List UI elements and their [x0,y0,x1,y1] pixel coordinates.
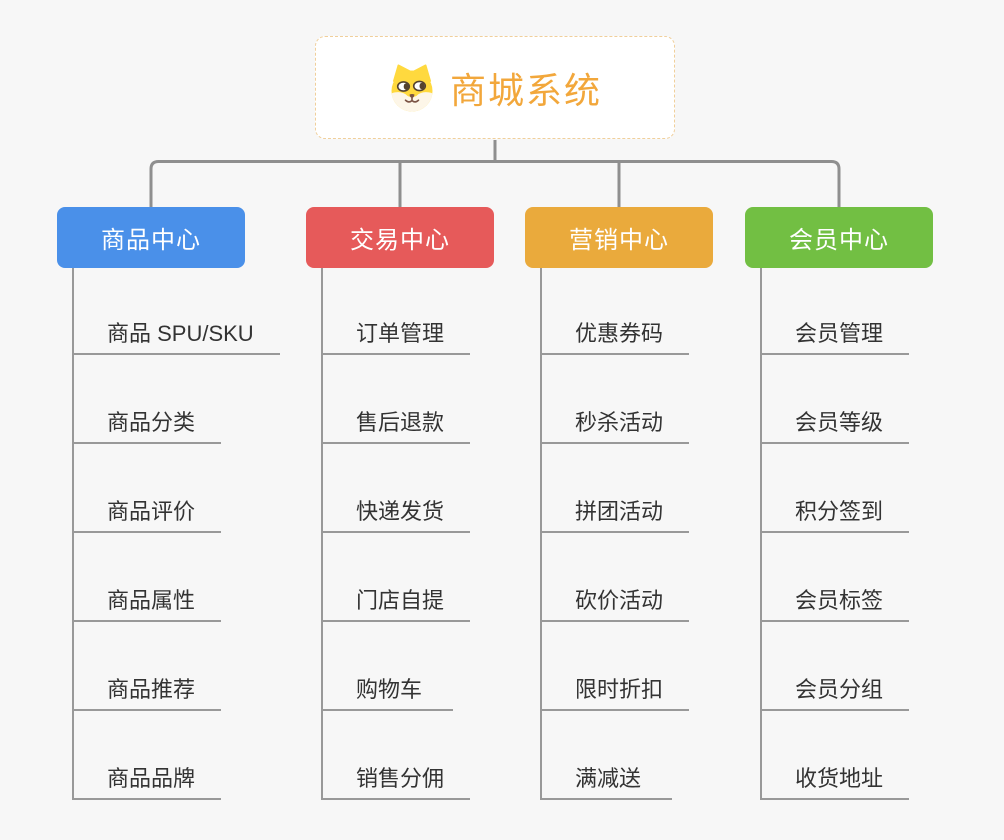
child-node[interactable]: 售后退款 [323,355,471,444]
child-node[interactable]: 砍价活动 [542,533,690,622]
child-node[interactable]: 收货地址 [762,711,910,800]
child-node[interactable]: 会员标签 [762,533,910,622]
child-node[interactable]: 商品推荐 [74,622,222,711]
child-node[interactable]: 商品属性 [74,533,222,622]
branch-children: 订单管理 售后退款 快递发货 门店自提 购物车 销售分佣 [321,268,471,800]
child-node[interactable]: 拼团活动 [542,444,690,533]
child-node[interactable]: 商品品牌 [74,711,222,800]
child-node[interactable]: 会员等级 [762,355,910,444]
child-node[interactable]: 限时折扣 [542,622,690,711]
branch-children: 优惠券码 秒杀活动 拼团活动 砍价活动 限时折扣 满减送 [540,268,690,800]
root-node[interactable]: 商城系统 [315,36,675,139]
branch-trade-center: 交易中心 订单管理 售后退款 快递发货 门店自提 购物车 销售分佣 [306,207,546,800]
child-node[interactable]: 商品分类 [74,355,222,444]
child-node[interactable]: 积分签到 [762,444,910,533]
branch-node[interactable]: 交易中心 [306,207,494,268]
shiba-dog-icon [391,64,433,111]
branch-node[interactable]: 营销中心 [525,207,713,268]
branch-member-center: 会员中心 会员管理 会员等级 积分签到 会员标签 会员分组 收货地址 [745,207,985,800]
child-node[interactable]: 销售分佣 [323,711,471,800]
child-node[interactable]: 会员分组 [762,622,910,711]
branch-node[interactable]: 商品中心 [57,207,245,268]
child-node[interactable]: 会员管理 [762,268,910,355]
branch-children: 商品 SPU/SKU 商品分类 商品评价 商品属性 商品推荐 商品品牌 [72,268,280,800]
child-node[interactable]: 订单管理 [323,268,471,355]
child-node[interactable]: 秒杀活动 [542,355,690,444]
child-node[interactable]: 商品评价 [74,444,222,533]
child-node[interactable]: 购物车 [323,622,453,711]
branch-children: 会员管理 会员等级 积分签到 会员标签 会员分组 收货地址 [760,268,910,800]
root-node-title: 商城系统 [449,69,602,111]
child-node[interactable]: 快递发货 [323,444,471,533]
child-node[interactable]: 商品 SPU/SKU [74,268,280,355]
child-node[interactable]: 门店自提 [323,533,471,622]
child-node[interactable]: 优惠券码 [542,268,690,355]
branch-node[interactable]: 会员中心 [745,207,933,268]
branch-marketing-center: 营销中心 优惠券码 秒杀活动 拼团活动 砍价活动 限时折扣 满减送 [525,207,765,800]
child-node[interactable]: 满减送 [542,711,672,800]
branch-product-center: 商品中心 商品 SPU/SKU 商品分类 商品评价 商品属性 商品推荐 商品品牌 [57,207,297,800]
